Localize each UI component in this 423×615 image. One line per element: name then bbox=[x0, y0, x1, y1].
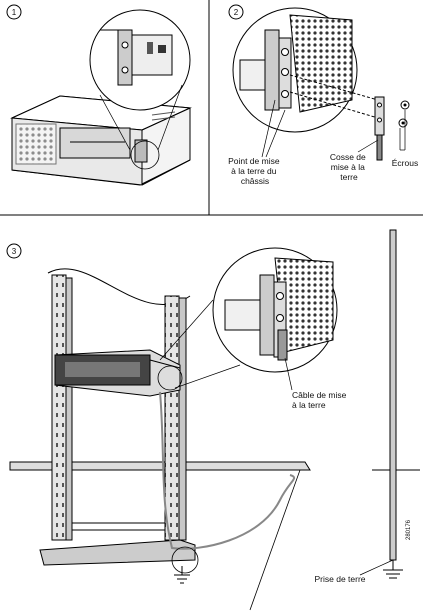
floor bbox=[9, 461, 311, 471]
grounding-lug bbox=[374, 96, 385, 161]
step-3-marker bbox=[6, 243, 22, 259]
label-nuts: Écrous bbox=[392, 158, 418, 168]
step-1-marker bbox=[6, 4, 22, 20]
earth-rod bbox=[383, 229, 403, 579]
chassis-panel-1 bbox=[10, 95, 192, 186]
figure-code: 280176 bbox=[406, 519, 412, 540]
panel-1: 1 bbox=[6, 4, 192, 186]
magnified-chassis-2 bbox=[239, 14, 353, 113]
label-ground-cable: Câble de mise à la terre bbox=[292, 390, 349, 410]
nuts bbox=[398, 100, 410, 128]
label-earth: Prise de terre bbox=[314, 574, 365, 584]
ground-cable bbox=[159, 391, 296, 550]
panel-3: 3 bbox=[6, 229, 420, 611]
label-grounding-lug: Cosse de mise à la terre bbox=[330, 152, 368, 182]
step-2-number: 2 bbox=[234, 8, 239, 17]
magnified-chassis-3 bbox=[224, 257, 334, 361]
rack bbox=[39, 268, 196, 566]
panel-2: 2 bbox=[228, 4, 418, 186]
step-3-number: 3 bbox=[12, 247, 17, 256]
step-1-number: 1 bbox=[12, 8, 17, 17]
rack-chassis bbox=[54, 349, 181, 397]
step-2-marker bbox=[228, 4, 244, 20]
magnified-bracket-1 bbox=[100, 29, 173, 86]
rack-ground-symbol bbox=[171, 546, 199, 584]
label-chassis-ground-point: Point de mise à la terre du châssis bbox=[228, 156, 282, 186]
